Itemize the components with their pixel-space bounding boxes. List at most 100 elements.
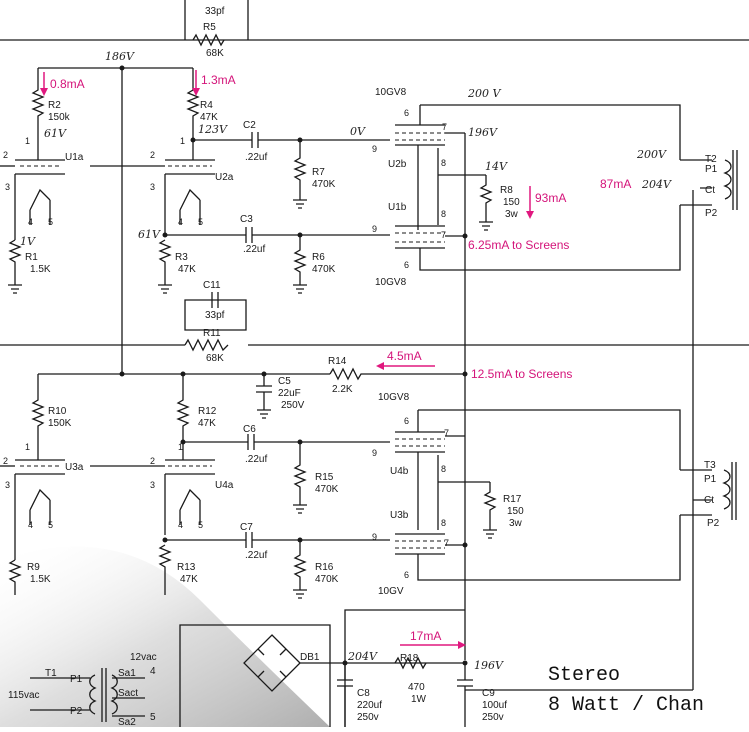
t3-p1: P1 [704, 474, 717, 485]
tube-mid-label: 10GV8 [375, 277, 407, 288]
t2-p1: P1 [705, 164, 718, 175]
r1-label: R1 [25, 252, 38, 263]
svg-text:4: 4 [178, 217, 183, 227]
r12-label: R12 [198, 406, 217, 417]
u2a-label: U2a [215, 172, 234, 183]
output-pair-bottom: 10GV8 6 7 9 U4b 8 U3b 8 9 7 6 10GV [372, 392, 681, 597]
db1-label: DB1 [300, 652, 320, 663]
svg-text:3: 3 [150, 480, 155, 490]
r7-value: 470K [312, 179, 336, 190]
t3-p2: P2 [707, 518, 720, 529]
r5-label: R5 [203, 22, 216, 33]
v204b-label: 204V [347, 650, 378, 663]
v0-label: 0V [350, 125, 366, 138]
r3-label: R3 [175, 252, 188, 263]
c8-voltage: 250v [357, 712, 379, 723]
svg-text:1: 1 [25, 136, 30, 146]
c5-voltage: 250V [281, 400, 305, 411]
top-feedback: 33pf R5 68K [0, 0, 749, 59]
sa1-label: Sa1 [118, 668, 136, 679]
r3-value: 47K [178, 264, 196, 275]
t2-ct: Ct [705, 185, 715, 196]
v200b-label: 200V [636, 148, 667, 161]
u3b-label: U3b [390, 510, 409, 521]
anno-6-25ma: 6.25mA to Screens [468, 238, 569, 252]
c6-label: C6 [243, 424, 256, 435]
svg-text:4: 4 [150, 666, 156, 677]
b-plus-rail-186: 186V [38, 50, 193, 374]
c6-value: .22uf [245, 454, 267, 465]
title-line-1: Stereo [548, 664, 620, 687]
r17-label: R17 [503, 494, 522, 505]
v14-label: 14V [485, 160, 508, 173]
r6-label: R6 [312, 252, 325, 263]
v61b-label: 61V [138, 228, 161, 241]
svg-text:4: 4 [28, 217, 33, 227]
r13-label: R13 [177, 562, 196, 573]
c11-label: C11 [203, 280, 221, 291]
title-block: Stereo 8 Watt / Chan [548, 664, 704, 717]
c8-label: C8 [357, 688, 370, 699]
r12-value: 47K [198, 418, 216, 429]
c9-label: C9 [482, 688, 495, 699]
c9-voltage: 250v [482, 712, 504, 723]
r4-label: R4 [200, 100, 213, 111]
r11-value: 68K [206, 353, 224, 364]
output-pair-top: 10GV8 200 V 6 7 196V 9 U2b 8 U1b 8 9 7 6… [372, 87, 681, 660]
anno-1-3ma: 1.3mA [201, 73, 236, 87]
v115ac-label: 115vac [8, 690, 40, 701]
svg-text:6: 6 [404, 570, 409, 580]
r16-label: R16 [315, 562, 334, 573]
r5-value: 68K [206, 48, 224, 59]
u4a-label: U4a [215, 480, 234, 491]
c5-label: C5 [278, 376, 291, 387]
svg-text:4: 4 [178, 520, 183, 530]
c3-value: .22uf [243, 244, 265, 255]
scan-shadow [0, 546, 330, 727]
svg-text:6: 6 [404, 108, 409, 118]
t2-label: T2 [705, 154, 717, 165]
svg-text:2: 2 [3, 456, 8, 466]
svg-text:5: 5 [198, 520, 203, 530]
svg-text:6: 6 [404, 416, 409, 426]
r8-value: 150 [503, 197, 520, 208]
svg-text:8: 8 [441, 209, 446, 219]
r7-label: R7 [312, 167, 325, 178]
c5-value: 22uF [278, 388, 301, 399]
svg-text:3: 3 [5, 182, 10, 192]
svg-text:7: 7 [444, 428, 449, 438]
c-top-value: 33pf [205, 6, 225, 17]
svg-text:2: 2 [150, 150, 155, 160]
v196a-label: 196V [468, 126, 498, 139]
u4b-label: U4b [390, 466, 409, 477]
svg-text:9: 9 [372, 224, 377, 234]
svg-text:2: 2 [150, 456, 155, 466]
t1-p1: P1 [70, 674, 83, 685]
svg-text:8: 8 [441, 518, 446, 528]
c3-coupling: C3 .22uf R6 470K [162, 214, 390, 294]
r18-label: R18 [400, 653, 419, 664]
svg-text:2: 2 [3, 150, 8, 160]
anno-93ma: 93mA [535, 191, 566, 205]
r8-label: R8 [500, 185, 513, 196]
svg-text:9: 9 [372, 448, 377, 458]
r2-label: R2 [48, 100, 61, 111]
anno-12-5ma: 12.5mA to Screens [471, 367, 572, 381]
power-supply: DB1 R18 470 1W 204V 196V C8 220uf 250v C… [8, 609, 507, 728]
tube-low-label: 10GV8 [378, 392, 410, 403]
r11-label: R11 [203, 328, 221, 339]
r6-value: 470K [312, 264, 336, 275]
u1a-label: U1a [65, 152, 84, 163]
stage1-plate-loads: R2 150k R4 47K 61V 123V [31, 68, 228, 160]
svg-text:5: 5 [48, 520, 53, 530]
u3a-label: U3a [65, 462, 84, 473]
r17-cathode: R17 150 3w [483, 482, 524, 539]
svg-text:9: 9 [372, 144, 377, 154]
c6-c7-bottom: C6 .22uf R15 470K C7 .22uf R16 470K [162, 424, 390, 599]
v1-label: 1V [20, 235, 36, 248]
